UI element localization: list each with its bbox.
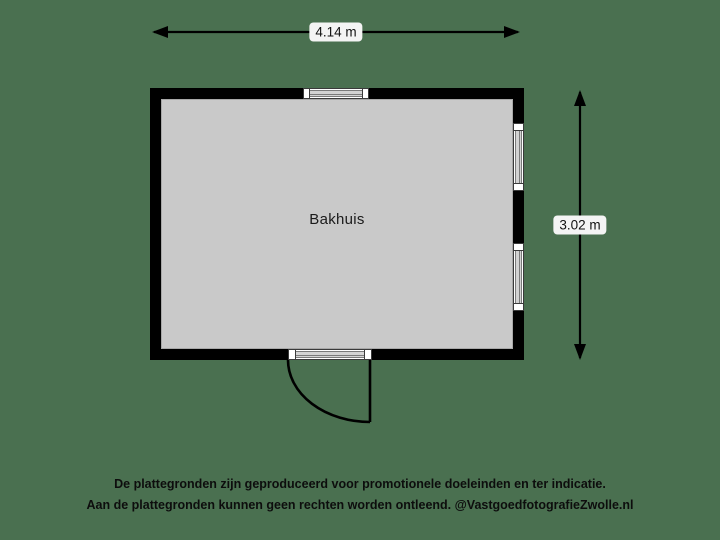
dimension-width-label: 4.14 m — [309, 22, 363, 42]
dimension-height-label: 3.02 m — [553, 215, 607, 235]
window-right-wall-lower — [513, 243, 524, 311]
window-jamb-bottom — [514, 183, 523, 190]
window-pane — [310, 90, 362, 97]
window-right-wall-upper — [513, 123, 524, 191]
window-jamb-bottom — [514, 303, 523, 310]
window-jamb-top — [514, 124, 523, 131]
room-floor-bakhuis — [161, 99, 513, 349]
door-swing-arc-icon — [270, 350, 400, 440]
room-label-bakhuis: Bakhuis — [309, 211, 365, 228]
window-top-wall — [303, 88, 369, 99]
caption-line-2: Aan de plattegronden kunnen geen rechten… — [86, 498, 634, 512]
door-panel — [296, 351, 364, 358]
caption-line-1: De plattegronden zijn geproduceerd voor … — [114, 477, 606, 491]
window-pane — [515, 251, 522, 303]
window-jamb-right — [362, 89, 368, 98]
door-jamb-left — [289, 350, 296, 359]
dimension-width: 4.14 m — [140, 16, 532, 48]
caption-disclaimer: De plattegronden zijn geproduceerd voor … — [0, 474, 720, 516]
door-bottom-wall — [288, 349, 372, 360]
window-jamb-top — [514, 244, 523, 251]
dimension-height: 3.02 m — [553, 78, 607, 372]
door-jamb-right — [364, 350, 371, 359]
floorplan-drawing: 4.14 m 3.02 m Bakhuis — [140, 16, 607, 440]
window-jamb-left — [304, 89, 310, 98]
window-pane — [515, 131, 522, 183]
